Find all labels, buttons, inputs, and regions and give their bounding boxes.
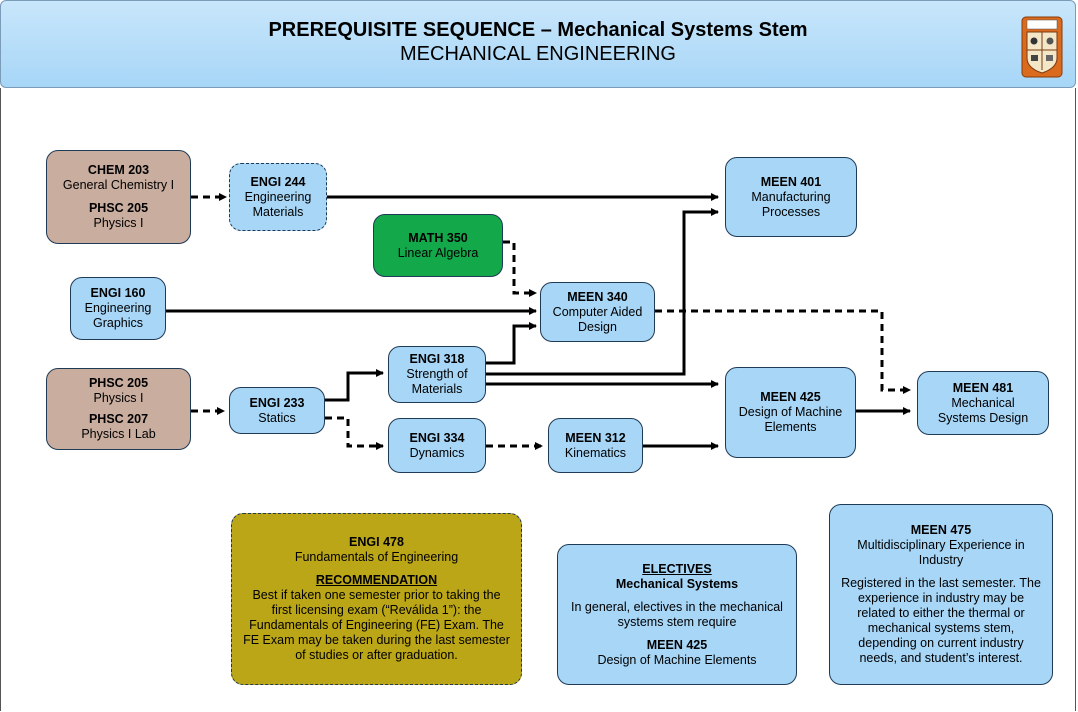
- course-name: Kinematics: [564, 445, 627, 460]
- electives-box: ELECTIVES Mechanical Systems In general,…: [557, 544, 797, 685]
- course-name: Multidisciplinary Experience in Industry: [857, 538, 1025, 567]
- course-code: PHSC 205: [88, 376, 149, 390]
- course-phsc205-phsc207[interactable]: PHSC 205 Physics I PHSC 207 Physics I La…: [46, 368, 191, 450]
- header: PREREQUISITE SEQUENCE – Mechanical Syste…: [0, 0, 1076, 88]
- course-name: Dynamics: [409, 445, 465, 460]
- course-name: Physics I: [93, 216, 144, 230]
- recommendation-text: Best if taken one semester prior to taki…: [243, 588, 510, 662]
- course-chem203-phsc205[interactable]: CHEM 203 General Chemistry I PHSC 205 Ph…: [46, 150, 191, 244]
- electives-title: ELECTIVES: [642, 561, 712, 576]
- course-name: Computer Aided Design: [552, 304, 643, 334]
- course-meen475[interactable]: MEEN 475 Multidisciplinary Experience in…: [829, 504, 1053, 685]
- course-code: ENGI 478: [349, 535, 404, 549]
- course-code: MEEN 401: [760, 174, 822, 189]
- course-code: CHEM 203: [87, 163, 150, 177]
- course-engi233[interactable]: ENGI 233 Statics: [229, 387, 325, 434]
- course-code: PHSC 207: [88, 412, 149, 426]
- arrow-engi233-engi318: [325, 369, 384, 402]
- course-name: Engineering Materials: [244, 189, 312, 219]
- arrow-engi318-meen401: [486, 208, 719, 376]
- course-meen312[interactable]: MEEN 312 Kinematics: [548, 418, 643, 473]
- course-name: General Chemistry I: [62, 178, 175, 192]
- course-code: MEEN 425: [760, 390, 821, 404]
- university-seal-logo: [1021, 16, 1063, 78]
- arrow-engi233-engi334: [325, 416, 384, 450]
- course-code: MEEN 340: [567, 289, 628, 304]
- recommendation-title: RECOMMENDATION: [315, 573, 438, 587]
- course-name: Engineering Graphics: [84, 301, 152, 330]
- course-name: Statics: [258, 410, 296, 425]
- course-engi334[interactable]: ENGI 334 Dynamics: [388, 418, 486, 473]
- course-code: ENGI 244: [250, 174, 306, 189]
- course-code: ENGI 318: [409, 352, 465, 366]
- arrow-math350-meen340: [503, 240, 537, 297]
- course-code: MATH 350: [408, 230, 468, 245]
- course-name: Manufacturing Processes: [751, 189, 831, 219]
- diagram-frame: [0, 88, 1076, 711]
- meen475-description: Registered in the last semester. The exp…: [841, 576, 1041, 665]
- arrow-engi318-meen340: [486, 322, 537, 365]
- course-engi478-recommendation: ENGI 478 Fundamentals of Engineering REC…: [231, 513, 522, 685]
- course-name: Physics I Lab: [81, 427, 156, 441]
- course-code: MEEN 481: [952, 380, 1014, 395]
- course-engi318[interactable]: ENGI 318 Strength of Materials: [388, 346, 486, 403]
- course-name: Design of Machine Elements: [738, 405, 843, 434]
- course-meen425[interactable]: MEEN 425 Design of Machine Elements: [725, 367, 856, 458]
- course-code: ENGI 233: [249, 395, 305, 410]
- course-name: Strength of Materials: [406, 367, 468, 396]
- course-name: Design of Machine Elements: [597, 652, 757, 667]
- page-subtitle: MECHANICAL ENGINEERING: [400, 43, 676, 65]
- electives-text: In general, electives in the mechanical …: [571, 599, 783, 629]
- course-math350[interactable]: MATH 350 Linear Algebra: [373, 214, 503, 277]
- course-meen340[interactable]: MEEN 340 Computer Aided Design: [540, 282, 655, 342]
- course-code: MEEN 312: [565, 430, 626, 445]
- course-meen481[interactable]: MEEN 481 Mechanical Systems Design: [917, 371, 1049, 435]
- electives-subtitle: Mechanical Systems: [615, 576, 739, 591]
- course-engi244[interactable]: ENGI 244 Engineering Materials: [229, 163, 327, 231]
- page-title: PREREQUISITE SEQUENCE – Mechanical Syste…: [268, 19, 808, 41]
- course-code: PHSC 205: [88, 201, 149, 215]
- course-code: ENGI 334: [409, 430, 465, 445]
- course-name: Mechanical Systems Design: [937, 395, 1029, 425]
- course-name: Linear Algebra: [397, 245, 479, 260]
- course-code: MEEN 475: [910, 523, 972, 537]
- course-name: Physics I: [93, 391, 144, 405]
- arrow-meen340-meen481: [655, 309, 911, 394]
- course-name: Fundamentals of Engineering: [294, 550, 459, 564]
- course-meen401[interactable]: MEEN 401 Manufacturing Processes: [725, 157, 857, 237]
- course-code: ENGI 160: [90, 286, 146, 300]
- course-engi160[interactable]: ENGI 160 Engineering Graphics: [70, 277, 166, 340]
- course-code: MEEN 425: [646, 637, 708, 652]
